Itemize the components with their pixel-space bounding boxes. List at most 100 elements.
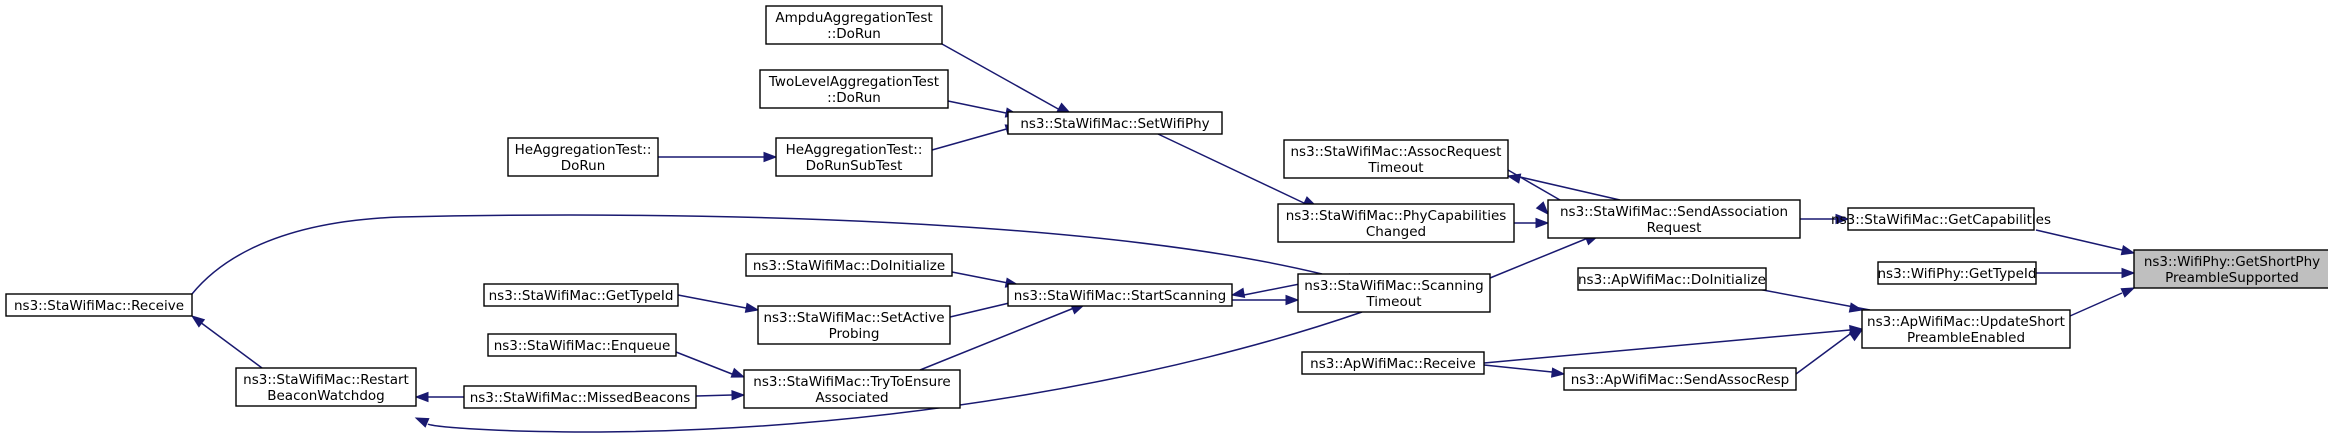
node-label-line: ns3::ApWifiMac::UpdateShort	[1867, 314, 2065, 330]
node-hedorunsubtest[interactable]: HeAggregationTest::DoRunSubTest	[775, 137, 933, 177]
edge-line	[931, 127, 1011, 151]
edge-line	[695, 394, 733, 397]
node-getshortpreamble[interactable]: ns3::WifiPhy::GetShortPhyPreambleSupport…	[2133, 249, 2328, 289]
node-enqueue[interactable]: ns3::StaWifiMac::Enqueue	[487, 333, 677, 357]
node-box	[5, 293, 193, 317]
edge-arrowhead	[763, 151, 778, 163]
edge-line	[1795, 333, 1851, 375]
call-edge	[2035, 229, 2136, 256]
edge-line	[1157, 133, 1307, 205]
call-edge	[2069, 287, 2136, 317]
node-box	[2133, 249, 2328, 289]
edge-arrowhead	[190, 315, 206, 328]
node-ampdu[interactable]: AmpduAggregationTest::DoRun	[765, 5, 943, 45]
node-label-line: ns3::ApWifiMac::SendAssocResp	[1571, 372, 1790, 388]
node-label-line: DoRun	[561, 158, 606, 174]
edge-arrowhead	[414, 417, 430, 428]
edge-line	[191, 214, 1323, 295]
node-label-line: ns3::WifiPhy::GetShortPhy	[2144, 254, 2320, 270]
node-label-line: HeAggregationTest::	[515, 142, 652, 158]
call-edge	[191, 214, 1323, 295]
edge-line	[951, 271, 1009, 284]
node-box	[1847, 207, 2035, 231]
node-label-line: ns3::StaWifiMac::TryToEnsure	[753, 374, 950, 390]
node-label-line: AmpduAggregationTest	[775, 10, 932, 26]
edge-arrowhead	[2121, 267, 2136, 279]
node-box	[463, 385, 697, 409]
node-sendassocresp[interactable]: ns3::ApWifiMac::SendAssocResp	[1563, 367, 1797, 391]
edge-line	[2069, 292, 2123, 317]
call-edge	[1506, 173, 1621, 201]
node-label-line: ns3::ApWifiMac::DoInitialize	[1578, 272, 1766, 288]
edge-arrowhead	[731, 390, 746, 401]
node-ap-receive[interactable]: ns3::ApWifiMac::Receive	[1301, 351, 1485, 375]
node-label-line: ns3::StaWifiMac::SetWifiPhy	[1020, 116, 1209, 132]
node-sta-gettypeid[interactable]: ns3::StaWifiMac::GetTypeId	[483, 283, 679, 307]
edge-arrowhead	[1506, 173, 1522, 184]
edge-arrowhead	[730, 367, 746, 378]
node-label-line: Timeout	[1365, 294, 1421, 310]
node-phy-gettypeid[interactable]: ns3::WifiPhy::GetTypeId	[1877, 261, 2037, 285]
node-box	[487, 333, 677, 357]
call-edge	[1483, 324, 1864, 364]
node-box	[483, 283, 679, 307]
node-box	[1547, 199, 1801, 239]
node-box	[757, 305, 951, 345]
node-box	[1297, 273, 1491, 313]
edge-arrowhead	[2120, 245, 2136, 256]
node-sta-receive[interactable]: ns3::StaWifiMac::Receive	[5, 293, 193, 317]
node-missedbeacons[interactable]: ns3::StaWifiMac::MissedBeacons	[463, 385, 697, 409]
node-setwifiphy[interactable]: ns3::StaWifiMac::SetWifiPhy	[1007, 111, 1223, 135]
node-hedorun[interactable]: HeAggregationTest::DoRun	[507, 137, 659, 177]
call-edge	[1232, 294, 1300, 306]
node-box	[1007, 111, 1223, 135]
node-twolevel[interactable]: TwoLevelAggregationTest::DoRun	[759, 69, 949, 109]
node-label-line: Changed	[1366, 224, 1426, 240]
node-box	[1577, 267, 1767, 291]
edge-line	[2035, 229, 2123, 251]
node-label-line: Probing	[829, 326, 880, 342]
node-box	[1301, 351, 1485, 375]
node-sta-doinitialize[interactable]: ns3::StaWifiMac::DoInitialize	[745, 253, 953, 277]
node-label-line: ns3::StaWifiMac::Enqueue	[494, 338, 671, 354]
node-label-line: ns3::StaWifiMac::DoInitialize	[753, 258, 945, 274]
node-box	[1007, 283, 1233, 307]
node-box	[775, 137, 933, 177]
node-label-line: ns3::StaWifiMac::Scanning	[1304, 278, 1483, 294]
node-box	[765, 5, 943, 45]
call-edge	[675, 351, 746, 378]
node-updateshortpreamble[interactable]: ns3::ApWifiMac::UpdateShortPreambleEnabl…	[1861, 309, 2071, 349]
node-label-line: ns3::StaWifiMac::Restart	[243, 372, 409, 388]
call-edge	[1795, 329, 1864, 375]
node-box	[1877, 261, 2037, 285]
node-box	[745, 253, 953, 277]
node-label-line: ns3::StaWifiMac::AssocRequest	[1291, 144, 1502, 160]
node-getcapabilities[interactable]: ns3::StaWifiMac::GetCapabilities	[1831, 207, 2051, 231]
node-ap-doinitialize[interactable]: ns3::ApWifiMac::DoInitialize	[1577, 267, 1767, 291]
call-edge	[1751, 287, 1871, 313]
call-nodes: ns3::WifiPhy::GetShortPhyPreambleSupport…	[5, 5, 2328, 409]
edge-line	[1483, 364, 1553, 373]
call-edge	[2036, 267, 2136, 279]
edge-line	[427, 311, 1363, 433]
call-edges	[190, 43, 2136, 433]
edge-arrowhead	[744, 302, 760, 313]
edge-line	[677, 294, 747, 309]
node-label-line: HeAggregationTest::	[786, 142, 923, 158]
edge-arrowhead	[1535, 217, 1550, 229]
node-label-line: ns3::StaWifiMac::MissedBeacons	[470, 390, 691, 406]
node-startscanning[interactable]: ns3::StaWifiMac::StartScanning	[1007, 283, 1233, 307]
node-label-line: ns3::StaWifiMac::StartScanning	[1014, 288, 1226, 304]
node-box	[507, 137, 659, 177]
node-label-line: ns3::StaWifiMac::GetTypeId	[489, 288, 674, 304]
edge-line	[199, 321, 263, 369]
edge-line	[1489, 237, 1589, 279]
